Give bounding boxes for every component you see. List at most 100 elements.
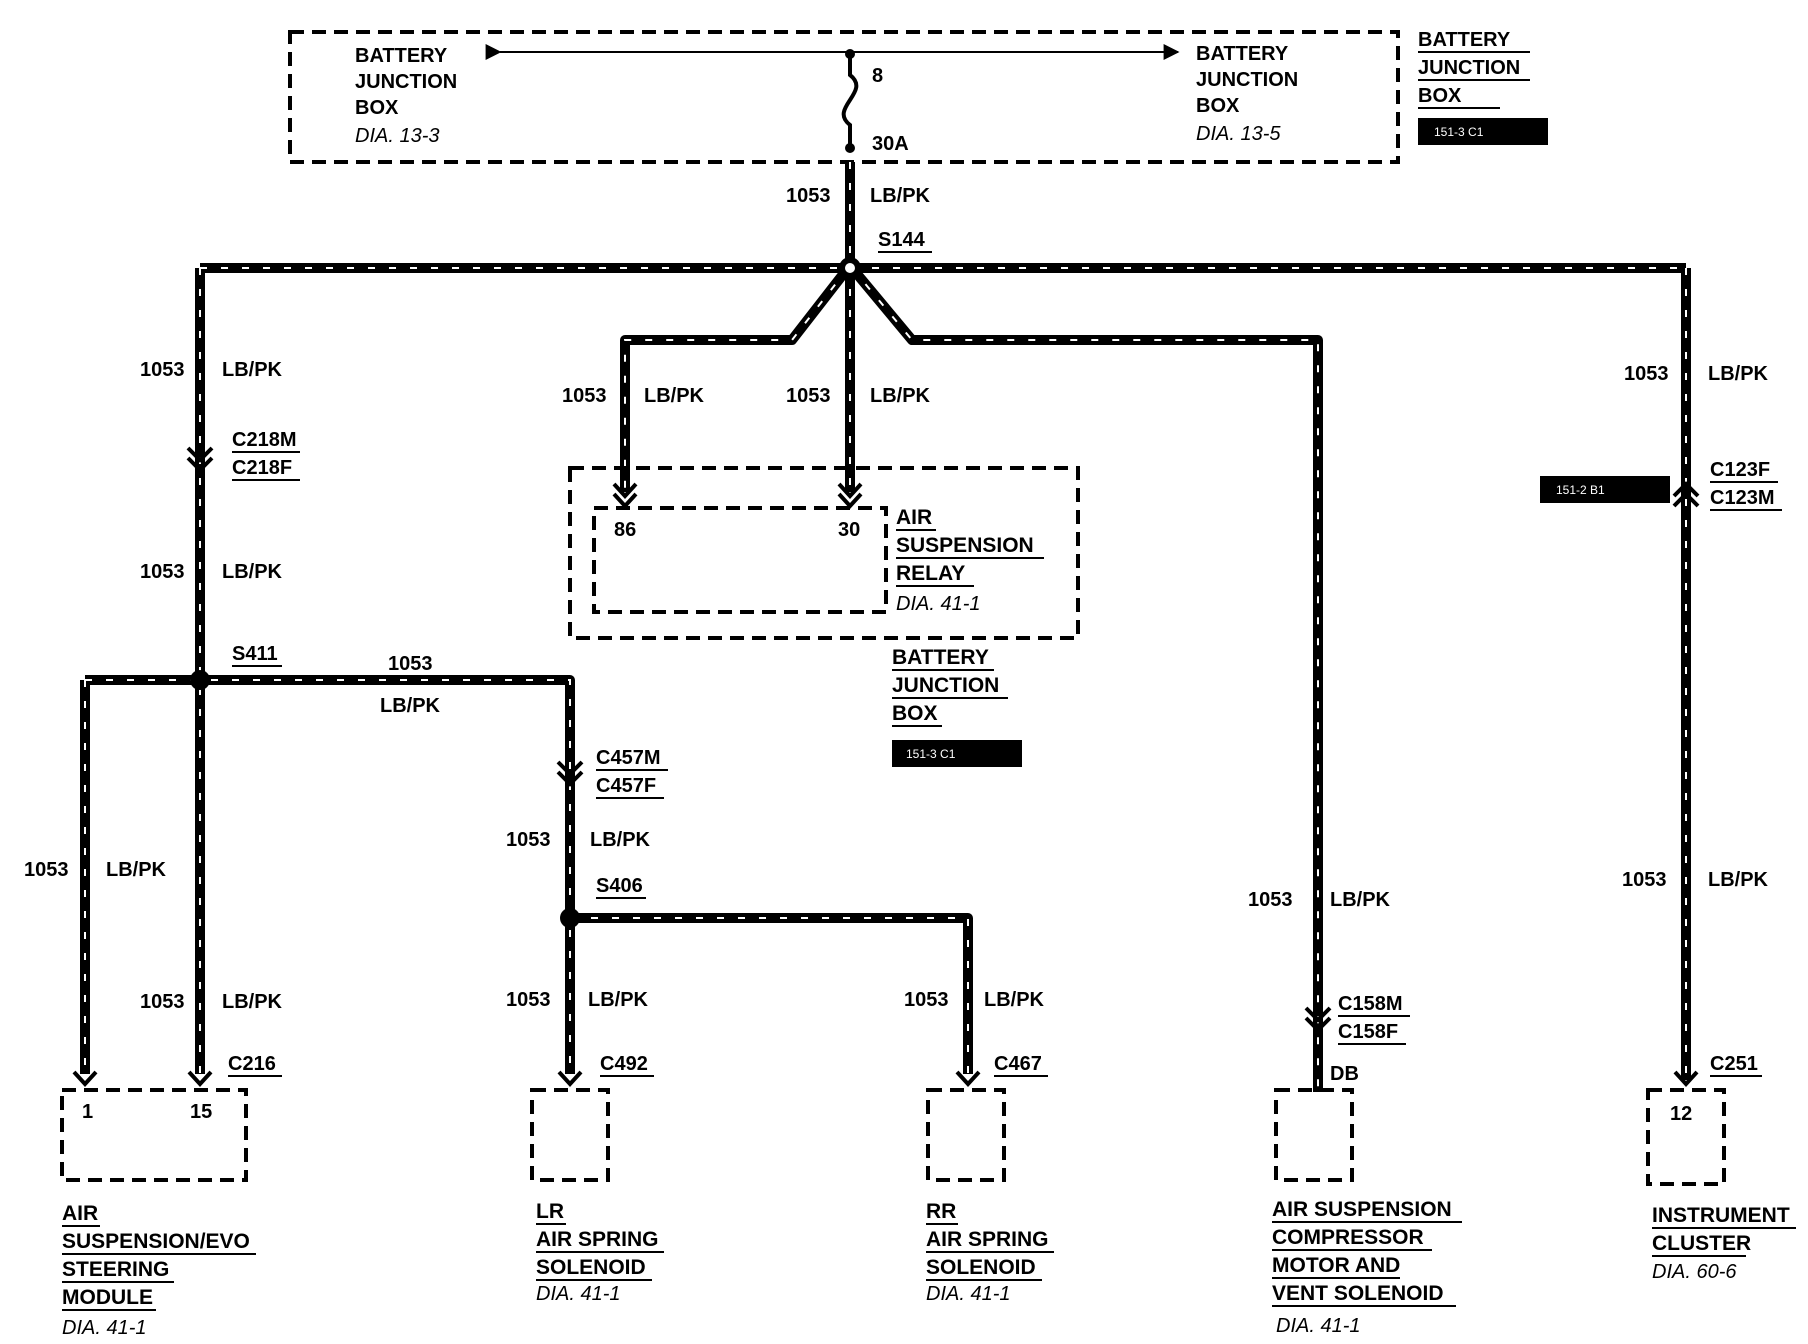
wire-label-color-s411-bus: LB/PK xyxy=(380,695,441,717)
fuse-pin-node-bottom xyxy=(845,143,855,153)
connector-c216: C216 xyxy=(228,1053,276,1075)
wire-label-circuit-top: 1053 xyxy=(786,185,831,207)
connector-c158m: C158M xyxy=(1338,993,1402,1015)
relay-pin-30: 30 xyxy=(838,519,860,541)
wire-label-color-lr-upper: LB/PK xyxy=(590,829,651,851)
connector-c457-chevron xyxy=(556,760,584,787)
splice-s411 xyxy=(190,670,210,690)
wire-label-color-right-2: LB/PK xyxy=(1708,869,1769,891)
cluster-line1: INSTRUMENT xyxy=(1652,1204,1790,1227)
relay-bjb-line2: JUNCTION xyxy=(892,674,999,697)
bjb-right-ref: DIA. 13-5 xyxy=(1196,123,1281,145)
cluster-outline xyxy=(1646,1088,1726,1186)
wire-label-circuit-left-1: 1053 xyxy=(140,359,185,381)
compressor-outline xyxy=(1274,1088,1354,1182)
wire-label-circuit-mod-1: 1053 xyxy=(24,859,69,881)
connector-c457f: C457F xyxy=(596,775,656,797)
wire-label-color-top: LB/PK xyxy=(870,185,931,207)
wire-label-circuit-right-1: 1053 xyxy=(1624,363,1669,385)
cluster-ref: DIA. 60-6 xyxy=(1652,1261,1737,1283)
fuse-pin-label: 8 xyxy=(872,65,883,87)
location-tag-relay xyxy=(892,740,1022,767)
bjb-left-line1: BATTERY xyxy=(355,45,448,67)
cluster-line2: CLUSTER xyxy=(1652,1232,1751,1255)
wire-label-circuit-mod-15: 1053 xyxy=(140,991,185,1013)
bjb-title-line3: BOX xyxy=(1418,85,1462,107)
wire-label-circuit-lr-upper: 1053 xyxy=(506,829,551,851)
connector-c457m: C457M xyxy=(596,747,660,769)
compressor-line1: AIR SUSPENSION xyxy=(1272,1198,1452,1221)
steering-module-pin-15: 15 xyxy=(190,1101,212,1123)
bjb-left-line2: JUNCTION xyxy=(355,71,457,93)
wire-label-color-right-1: LB/PK xyxy=(1708,363,1769,385)
relay-bjb-line3: BOX xyxy=(892,702,938,725)
wire-label-circuit-lr-lower: 1053 xyxy=(506,989,551,1011)
lr-solenoid-outline xyxy=(530,1088,610,1182)
location-tag-top xyxy=(1418,118,1548,145)
connector-c492: C492 xyxy=(600,1053,648,1075)
bjb-right-line1: BATTERY xyxy=(1196,43,1289,65)
connector-c218m: C218M xyxy=(232,429,296,451)
rr-solenoid-line3: SOLENOID xyxy=(926,1256,1036,1279)
location-tag-relay-text: 151-3 C1 xyxy=(906,747,956,761)
connector-c251: C251 xyxy=(1710,1053,1758,1075)
wire-label-color-relay-86: LB/PK xyxy=(644,385,705,407)
wire-label-color-mod-1: LB/PK xyxy=(106,859,167,881)
wire-label-color-rr: LB/PK xyxy=(984,989,1045,1011)
relay-bjb-line1: BATTERY xyxy=(892,646,989,669)
wire-label-circuit-relay-30: 1053 xyxy=(786,385,831,407)
location-tag-top-text: 151-3 C1 xyxy=(1434,125,1484,139)
connector-c467: C467 xyxy=(994,1053,1042,1075)
rr-solenoid-line1: RR xyxy=(926,1200,956,1223)
location-tag-c123-text: 151-2 B1 xyxy=(1556,483,1605,497)
lr-solenoid-line1: LR xyxy=(536,1200,564,1223)
splice-s144-label: S144 xyxy=(878,229,926,251)
rr-solenoid-outline xyxy=(926,1088,1006,1182)
splice-s406 xyxy=(560,908,580,928)
bjb-right-line2: JUNCTION xyxy=(1196,69,1298,91)
steering-module-outline xyxy=(60,1088,248,1182)
connector-c158f: C158F xyxy=(1338,1021,1398,1043)
wire-label-circuit-compressor: 1053 xyxy=(1248,889,1293,911)
steering-module-line3: STEERING xyxy=(62,1258,169,1281)
relay-pin-86: 86 xyxy=(614,519,636,541)
bjb-left-line3: BOX xyxy=(355,97,399,119)
battery-junction-box-outline xyxy=(288,30,1400,164)
relay-name-line3: RELAY xyxy=(896,562,965,585)
lr-solenoid-line2: AIR SPRING xyxy=(536,1228,659,1251)
wire-label-circuit-left-2: 1053 xyxy=(140,561,185,583)
bjb-title-line2: JUNCTION xyxy=(1418,57,1520,79)
wire-label-color-lr-lower: LB/PK xyxy=(588,989,649,1011)
relay-ref: DIA. 41-1 xyxy=(896,593,980,615)
bjb-right-line3: BOX xyxy=(1196,95,1240,117)
wire-label-color-left-2: LB/PK xyxy=(222,561,283,583)
cluster-pin-12: 12 xyxy=(1670,1103,1692,1125)
compressor-line4: VENT SOLENOID xyxy=(1272,1282,1444,1305)
steering-module-line1: AIR xyxy=(62,1202,98,1225)
connector-c218f: C218F xyxy=(232,457,292,479)
relay-bjb-outline xyxy=(568,466,1080,640)
connector-c123f: C123F xyxy=(1710,459,1770,481)
lr-solenoid-ref: DIA. 41-1 xyxy=(536,1283,620,1305)
connector-c158-chevron xyxy=(1304,1006,1332,1033)
wire-label-color-mod-15: LB/PK xyxy=(222,991,283,1013)
wire-label-color-compressor: LB/PK xyxy=(1330,889,1391,911)
splice-s406-label: S406 xyxy=(596,875,643,897)
steering-module-ref: DIA. 41-1 xyxy=(62,1317,146,1339)
relay-name-line1: AIR xyxy=(896,506,932,529)
compressor-line3: MOTOR AND xyxy=(1272,1254,1400,1277)
steering-module-line2: SUSPENSION/EVO xyxy=(62,1230,250,1253)
fuse-symbol xyxy=(841,54,859,148)
wire-label-circuit-s411-bus: 1053 xyxy=(388,653,433,675)
fuse-rating-label: 30A xyxy=(872,133,909,155)
compressor-wire-color: DB xyxy=(1330,1063,1359,1085)
wire-harness xyxy=(80,162,1691,1092)
wire-label-circuit-rr: 1053 xyxy=(904,989,949,1011)
connector-c218-chevron xyxy=(186,446,214,473)
wire-label-circuit-right-2: 1053 xyxy=(1622,869,1667,891)
lr-solenoid-line3: SOLENOID xyxy=(536,1256,646,1279)
connector-c123m: C123M xyxy=(1710,487,1774,509)
location-tag-c123 xyxy=(1540,476,1670,503)
steering-module-line4: MODULE xyxy=(62,1286,153,1309)
